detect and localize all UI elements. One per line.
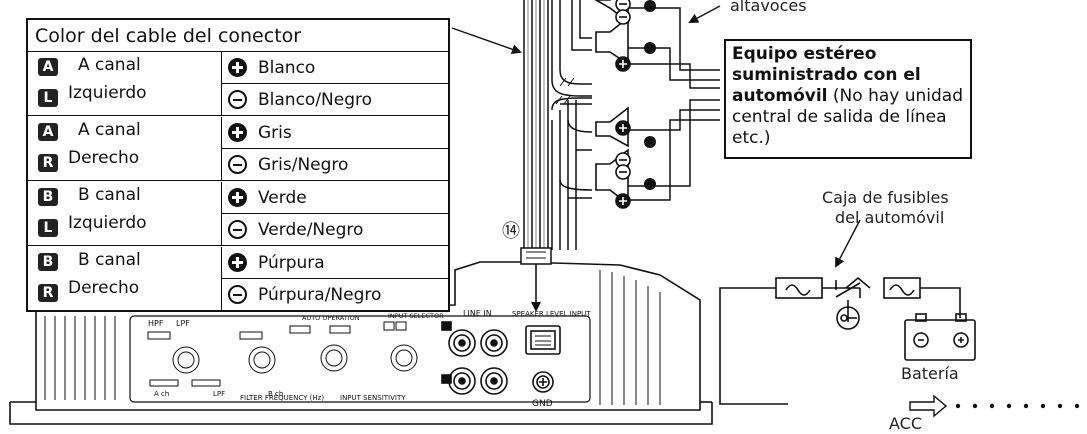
plus-icon [228,123,247,142]
channel-label: B canal [78,185,141,205]
table-title: Color del cable del conector [28,20,448,52]
auto-operation-label: AUTO OPERATION [302,314,360,322]
minus-color: Gris/Negro [258,155,349,175]
speaker-input: SPEAKER LEVEL INPUT GND [512,310,591,409]
channel-badge: B [38,188,58,206]
fuse-icon [775,277,823,299]
minus-color: Verde/Negro [258,220,364,240]
channel-label: A canal [78,55,141,75]
side-label: Derecho [68,148,140,168]
battery-label: Batería [901,364,959,383]
arrow-icon [909,394,948,418]
junction-dots [644,0,656,190]
panel-hpf-label: HPF [148,319,164,328]
plus-color-cell: Gris [222,117,450,149]
connector-icon [525,325,561,355]
plus-icon [228,188,247,207]
battery-icon [904,313,976,361]
channel-badge: A [38,123,58,141]
stereo-note: (No hay unidad central de salida de líne… [732,86,964,148]
car-stereo-box: Equipo estéreo suministrado con el autom… [724,39,972,159]
minus-color-cell: Blanco/Negro [222,84,450,116]
group-label-cell: B L B canal Izquierdo [28,182,222,245]
panel-ach-label: A ch [154,390,169,398]
group-b-left: B L B canal Izquierdo Verde Verde/Negro [28,182,450,246]
panel-lpf-bottom-label: LPF [213,390,225,398]
rca-jack-icon [448,329,476,357]
line-in-jacks: LINE IN [441,309,508,395]
group-b-right: B R B canal Derecho Púrpura Púrpura/Negr… [28,247,450,311]
minus-color: Púrpura/Negro [258,285,382,305]
plus-color: Verde [258,188,307,208]
harness-cable [451,0,552,312]
minus-icon [228,90,247,109]
group-a-left: A L A canal Izquierdo Blanco Blanco/Negr… [28,52,450,116]
side-badge: R [38,284,58,302]
side-badge: L [38,89,58,107]
minus-color-cell: Púrpura/Negro [222,279,450,311]
minus-color: Blanco/Negro [258,90,373,110]
plus-icon [228,58,247,77]
gnd-label: GND [532,399,553,409]
plus-icon [228,253,247,272]
fuse-box-label-1: Caja de fusibles [822,188,949,207]
plus-color-cell: Verde [222,182,450,214]
item-number-label: ⑭ [502,221,520,242]
minus-color-cell: Gris/Negro [222,149,450,181]
connector-color-table: Color del cable del conector A L A canal… [26,18,450,312]
input-selector-label: INPUT SELECTOR [388,312,444,320]
side-label: Izquierdo [68,83,147,103]
speakers-pointer-arrow [688,5,721,23]
side-label: Derecho [68,278,140,298]
speaker-wiring [551,0,720,250]
fuse-box-label-2: del automóvil [835,208,945,227]
amp-control-panel: HPF LPF FILTER FREQUENCY (Hz) INPUT SENS… [147,312,444,402]
channel-label: A canal [78,120,141,140]
amplifier [9,261,713,425]
minus-icon [228,285,247,304]
plus-color: Gris [258,123,292,143]
panel-lpf-label: LPF [176,319,190,328]
ground-screw-icon [532,371,554,393]
side-badge: L [38,219,58,237]
group-label-cell: B R B canal Derecho [28,247,222,311]
battery-circuit [719,219,976,418]
minus-icon [228,220,247,239]
group-label-cell: A L A canal Izquierdo [28,52,222,115]
stereo-title: Equipo estéreo suministrado con el autom… [732,44,921,106]
fuse-icon [883,277,921,299]
speaker-input-label: SPEAKER LEVEL INPUT [512,310,591,318]
group-a-right: A R A canal Derecho Gris Gris/Negro [28,117,450,181]
plus-color-cell: Púrpura [222,247,450,279]
input-sensitivity-label: INPUT SENSITIVITY [340,394,406,402]
polarity-marks [615,0,631,209]
speakers-label: altavoces [730,0,807,15]
rca-jack-icon [480,367,508,395]
channel-badge: B [38,253,58,271]
channel-badge: A [38,58,58,76]
key-switch-icon [840,314,857,322]
side-label: Izquierdo [68,213,147,233]
minus-color-cell: Verde/Negro [222,214,450,246]
channel-label: B canal [78,250,141,270]
acc-label: ACC [889,414,923,433]
acc-dots [955,403,1080,409]
group-label-cell: A R A canal Derecho [28,117,222,180]
plus-color-cell: Blanco [222,52,450,84]
line-in-label: LINE IN [463,309,492,318]
panel-bch-label: B ch [268,390,283,398]
rca-jack-icon [480,329,508,357]
minus-icon [228,155,247,174]
plus-color: Blanco [258,58,316,78]
filter-frequency-label: FILTER FREQUENCY (Hz) [240,394,324,402]
plus-color: Púrpura [258,253,325,273]
side-badge: R [38,154,58,172]
